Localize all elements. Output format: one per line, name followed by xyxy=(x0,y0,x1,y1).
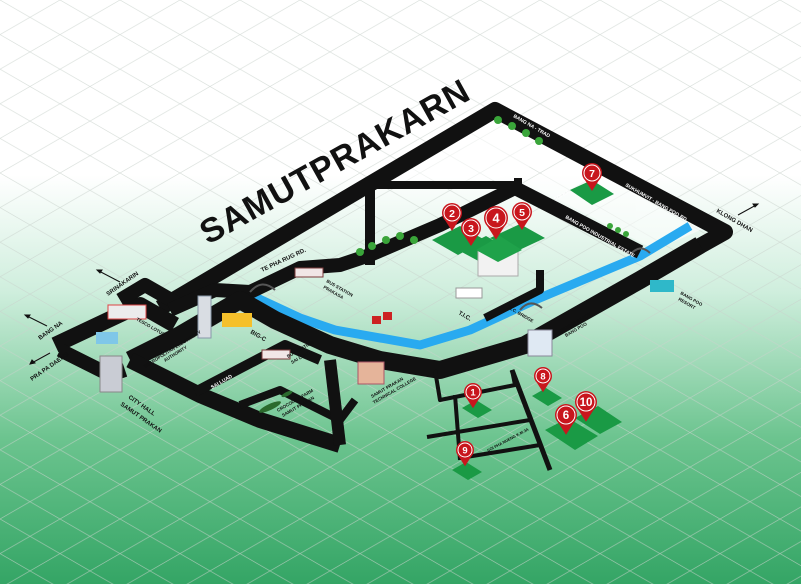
pin-4[interactable]: 4 xyxy=(484,206,508,240)
road-college xyxy=(324,359,346,446)
pin-7[interactable]: 7 xyxy=(582,163,602,191)
arrow-klong-dhan-icon xyxy=(737,203,760,216)
crocodile-icon xyxy=(259,390,293,413)
pin-ring xyxy=(556,405,576,425)
pin-number: 5 xyxy=(519,207,525,219)
road-sai-luad-branch xyxy=(192,340,322,397)
bridge-icon xyxy=(249,247,651,311)
pin-head xyxy=(484,206,508,230)
pin-number: 1 xyxy=(470,387,475,398)
arrow-bang-na-icon xyxy=(23,314,48,327)
warehouses xyxy=(432,180,622,480)
pin-number: 8 xyxy=(540,371,545,382)
pin-number: 10 xyxy=(580,397,593,409)
pin-ring xyxy=(583,164,601,182)
pin-head xyxy=(582,163,602,183)
pin-number: 9 xyxy=(462,445,467,456)
trees xyxy=(356,116,629,256)
road-sai-luad xyxy=(126,352,343,453)
pin-head xyxy=(442,203,462,223)
tesco-building xyxy=(107,304,147,320)
road-soi-3 xyxy=(509,369,553,471)
pin-1[interactable]: 1 xyxy=(464,383,482,409)
pin-head xyxy=(461,218,481,238)
cityhall-building xyxy=(99,355,123,393)
mea-tower xyxy=(197,295,212,339)
road-croc-loop xyxy=(238,386,359,424)
pin-ring xyxy=(535,368,551,384)
pin-ring xyxy=(576,392,596,412)
pin-ring xyxy=(462,219,480,237)
pin-number: 3 xyxy=(468,223,474,235)
pin-head xyxy=(575,391,597,413)
pin-number: 2 xyxy=(449,208,455,220)
pin-3[interactable]: 3 xyxy=(461,218,481,246)
bus-prakasa xyxy=(294,267,324,278)
road-main-outer xyxy=(155,102,733,315)
pin-head xyxy=(534,367,552,385)
houses xyxy=(372,312,392,324)
pin-head xyxy=(456,441,474,459)
pin-number: 4 xyxy=(492,212,499,226)
pin-ring xyxy=(485,207,507,229)
pin-ring xyxy=(465,384,481,400)
truck xyxy=(455,287,483,299)
pin-6[interactable]: 6 xyxy=(555,404,577,435)
pin-head xyxy=(555,404,577,426)
college-building xyxy=(357,361,385,385)
blocks xyxy=(375,118,705,250)
location-pins: 1 2 3 4 5 6 7 8 9 10 xyxy=(442,163,602,467)
direction-arrows xyxy=(23,203,760,365)
road-tic xyxy=(483,270,544,322)
pin-ring xyxy=(457,442,473,458)
road-te-pha-rug xyxy=(167,181,644,317)
pin-2[interactable]: 2 xyxy=(442,203,462,231)
bus-sailuad xyxy=(261,349,291,360)
arrow-pra-pa-daeng-icon xyxy=(29,352,51,365)
pin-number: 7 xyxy=(589,168,595,180)
pin-9[interactable]: 9 xyxy=(456,441,474,467)
pin-ring xyxy=(513,203,531,221)
buildings xyxy=(96,267,674,413)
mueng-building xyxy=(527,329,553,357)
bigc-building xyxy=(222,313,252,327)
pin-head xyxy=(512,202,532,222)
pin-5[interactable]: 5 xyxy=(512,202,532,230)
pin-8[interactable]: 8 xyxy=(534,367,552,393)
pin-ring xyxy=(443,204,461,222)
shop-building xyxy=(96,332,118,344)
resort-pool xyxy=(650,280,674,292)
arrow-srinakarin-icon xyxy=(95,269,121,283)
pin-head xyxy=(464,383,482,401)
road-srinakarin xyxy=(116,278,184,312)
river xyxy=(238,222,693,350)
pin-number: 6 xyxy=(563,410,569,422)
pin-10[interactable]: 10 xyxy=(575,391,597,422)
